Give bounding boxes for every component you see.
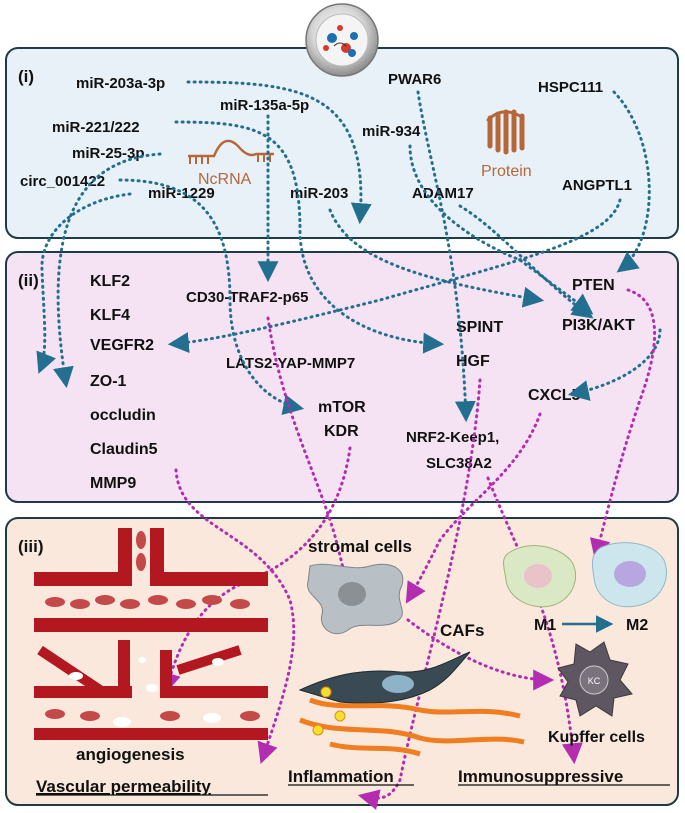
arrow-circ001422 <box>118 178 305 415</box>
m1-label: M1 <box>534 617 556 634</box>
m2-label: M2 <box>626 617 648 634</box>
klf4-label: KLF4 <box>90 307 130 324</box>
pten-label: PTEN <box>572 277 615 294</box>
kupffer-label: Kupffer cells <box>548 729 645 746</box>
teal-arrows <box>36 80 662 423</box>
slc38a2-label: SLC38A2 <box>426 455 492 472</box>
arrow-mir934 <box>408 144 594 315</box>
mtor-label: mTOR <box>318 399 366 416</box>
exosome-icon <box>305 3 379 77</box>
cd30-label: CD30-TRAF2-p65 <box>186 289 309 306</box>
arrow-pten-macro <box>589 288 657 561</box>
pwar6-label: PWAR6 <box>388 71 441 88</box>
zo1-label: ZO-1 <box>90 373 127 390</box>
vegfr2-label: VEGFR2 <box>90 337 154 354</box>
adam17-label: ADAM17 <box>412 185 474 202</box>
stromal-cell-icon <box>307 563 404 635</box>
mir-221-222-label: miR-221/222 <box>52 119 140 136</box>
klf2-label: KLF2 <box>90 273 130 290</box>
mir-135a-5p-label: miR-135a-5p <box>220 97 309 114</box>
mir-25-3p-label: miR-25-3p <box>72 145 145 162</box>
arrow-lats2-vascular <box>174 468 296 764</box>
mmp9-label: MMP9 <box>90 475 136 492</box>
arrow-cxcl5-stromal <box>405 412 542 604</box>
circ-001422-label: circ_001422 <box>20 173 105 190</box>
kdr-label: KDR <box>324 423 359 440</box>
arrow-pwar6 <box>416 90 476 423</box>
arrow-pi3k-cxcl5 <box>567 328 662 401</box>
arrow-mir203 <box>328 208 545 308</box>
panel-ii-box <box>5 251 679 503</box>
angiogenesis-label: angiogenesis <box>76 745 185 764</box>
kupffer-cell-icon <box>557 641 633 717</box>
arrow-angptl1 <box>167 198 622 354</box>
kc-label: KC <box>588 676 601 686</box>
cafs-label: CAFs <box>440 621 484 640</box>
arrow-mir203a3p <box>186 80 372 225</box>
stromal-label: stromal cells <box>308 537 412 556</box>
arrow-nrf2-kupffer <box>486 476 583 765</box>
protein-icon <box>486 109 525 155</box>
pi3k-akt-label: PI3K/AKT <box>562 317 635 334</box>
lats2-label: LATS2-YAP-MMP7 <box>226 355 355 372</box>
inflammation-label: Inflammation <box>288 767 394 786</box>
arrow-mir221 <box>174 120 445 354</box>
protein-label: Protein <box>481 163 532 180</box>
angptl1-label: ANGPTL1 <box>562 177 632 194</box>
ncrna-label: NcRNA <box>198 171 252 188</box>
vessel-top-icon <box>34 528 268 632</box>
caf-cell-icon <box>298 651 525 757</box>
vascular-permeability-label: Vascular permeability <box>36 777 211 796</box>
cxcl5-label: CXCL5 <box>528 387 581 404</box>
arrow-mir25 <box>53 152 162 389</box>
m2-macrophage-icon <box>591 542 667 608</box>
nrf2-label: NRF2-Keep1, <box>406 429 499 446</box>
vessel-bottom-icon <box>34 640 268 740</box>
hspc111-label: HSPC111 <box>538 79 603 96</box>
mir-1229-label: miR-1229 <box>148 185 215 202</box>
arrow-hspc111 <box>612 90 651 273</box>
mir-203a-3p-label: miR-203a-3p <box>76 75 165 92</box>
hgf-label: HGF <box>456 353 490 370</box>
arrow-mir1229 <box>36 192 132 374</box>
panel-i-label: (i) <box>18 67 34 86</box>
panel-ii-label: (ii) <box>18 271 39 290</box>
occludin-label: occludin <box>90 407 156 424</box>
immunosuppressive-label: Immunosuppressive <box>458 767 623 786</box>
arrow-adam17 <box>458 204 594 319</box>
claudin5-label: Claudin5 <box>90 441 158 458</box>
mir-934-label: miR-934 <box>362 123 421 140</box>
mir-203-label: miR-203 <box>290 185 348 202</box>
ncrna-icon <box>188 139 274 164</box>
spint-label: SPINT <box>456 319 503 336</box>
arrow-cd30-stromal <box>266 316 354 594</box>
m1-macrophage-icon <box>503 545 577 608</box>
panel-iii-label: (iii) <box>18 537 44 556</box>
